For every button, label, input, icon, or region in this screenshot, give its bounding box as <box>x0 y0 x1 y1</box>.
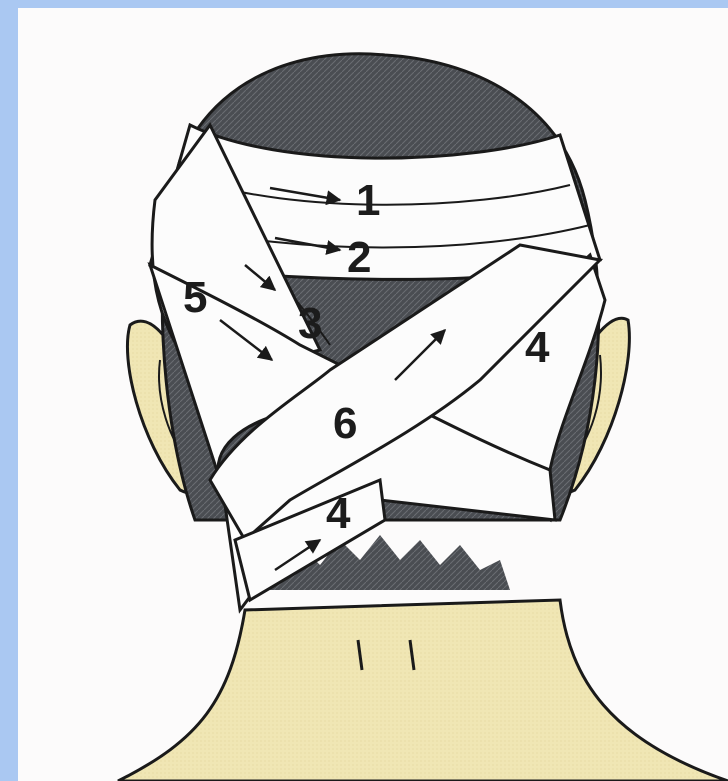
label-turn-3: 3 <box>298 299 322 348</box>
label-turn-1: 1 <box>356 176 380 225</box>
neck-shoulders <box>118 600 728 781</box>
label-turn-2: 2 <box>347 233 371 282</box>
label-turn-5: 5 <box>183 273 207 322</box>
label-turn-6: 6 <box>333 399 357 448</box>
bandage-illustration: 1 2 3 4 4 5 6 <box>18 8 728 781</box>
label-turn-4-lower: 4 <box>326 489 351 538</box>
label-turn-4-right: 4 <box>525 323 550 372</box>
illustration-frame: 1 2 3 4 4 5 6 <box>18 8 728 781</box>
